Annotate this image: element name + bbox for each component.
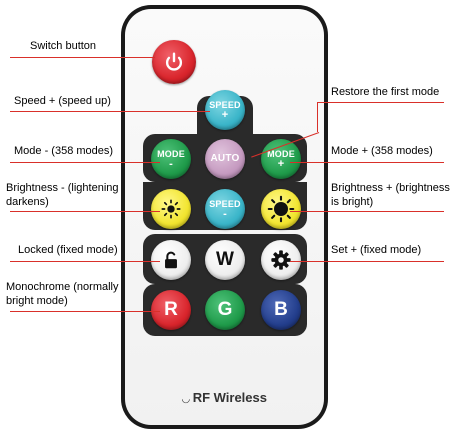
speed-down-button[interactable]: SPEED -: [205, 189, 245, 229]
green-button[interactable]: G: [205, 290, 245, 330]
label-brightness-plus-1: Brightness + (brightness: [331, 182, 450, 194]
lock-button[interactable]: [151, 240, 191, 280]
mode-minus-button[interactable]: MODE -: [151, 139, 191, 179]
label-speed-up: Speed + (speed up): [14, 95, 111, 107]
label-brightness-minus-1: Brightness - (lightening: [6, 182, 119, 194]
label-restore: Restore the first mode: [331, 86, 440, 98]
blue-button[interactable]: B: [261, 290, 301, 330]
line-brightness-plus: [290, 211, 444, 212]
auto-label: AUTO: [210, 153, 240, 164]
footer-text: RF Wireless: [192, 390, 267, 405]
sun-small-icon: [161, 199, 181, 219]
footer-brand: ◡RF Wireless: [121, 390, 328, 405]
auto-button[interactable]: AUTO: [205, 139, 245, 179]
label-brightness-minus-2: darkens): [6, 196, 49, 208]
power-button[interactable]: [152, 40, 196, 84]
red-button[interactable]: R: [151, 290, 191, 330]
line-mode-plus: [290, 162, 444, 163]
line-speed-up: [10, 111, 210, 112]
speed-down-symbol: -: [223, 207, 227, 220]
sun-large-icon: [267, 195, 295, 223]
blue-label: B: [274, 299, 288, 320]
mode-plus-button[interactable]: MODE +: [261, 139, 301, 179]
wifi-icon: ◡: [181, 394, 190, 405]
label-set-plus: Set + (fixed mode): [331, 244, 422, 256]
line-restore: [317, 102, 444, 103]
label-locked: Locked (fixed mode): [18, 244, 118, 256]
line-switch: [10, 57, 155, 58]
brightness-down-button[interactable]: [151, 189, 191, 229]
white-label: W: [216, 249, 234, 270]
speed-up-button[interactable]: SPEED +: [205, 90, 245, 130]
speed-down-label: SPEED: [209, 198, 241, 209]
line-restore-vertical: [317, 102, 318, 132]
line-mode-minus: [10, 162, 160, 163]
line-locked: [10, 261, 160, 262]
brightness-up-button[interactable]: [261, 189, 301, 229]
green-label: G: [217, 299, 233, 320]
white-button[interactable]: W: [205, 240, 245, 280]
speed-up-symbol: +: [221, 108, 229, 121]
label-mode-minus: Mode - (358 modes): [14, 145, 114, 157]
set-plus-button[interactable]: [261, 240, 301, 280]
mode-minus-label: MODE: [157, 148, 185, 159]
speed-up-label: SPEED: [209, 99, 241, 110]
line-set-plus: [290, 261, 444, 262]
label-mode-plus: Mode + (358 modes): [331, 145, 433, 157]
power-icon: [165, 52, 183, 71]
mode-plus-label: MODE: [267, 148, 295, 159]
lock-icon: [165, 251, 177, 269]
mode-minus-symbol: -: [169, 157, 173, 170]
gear-icon: [271, 250, 291, 270]
red-label: R: [164, 299, 178, 320]
label-switch: Switch button: [30, 40, 97, 52]
label-mono-2: bright mode): [6, 295, 68, 307]
label-brightness-plus-2: is bright): [331, 196, 374, 208]
label-mono-1: Monochrome (normally: [6, 281, 119, 293]
line-mono: [10, 311, 160, 312]
line-brightness-minus: [10, 211, 160, 212]
mode-plus-symbol: +: [277, 157, 285, 170]
